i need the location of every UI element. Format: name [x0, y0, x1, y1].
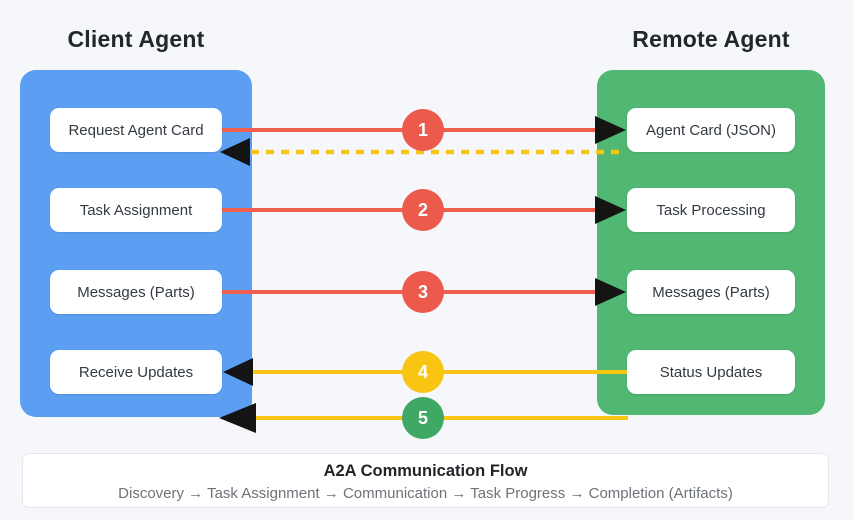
remote-box-messages-parts: Messages (Parts)	[627, 270, 795, 314]
step-badge-5: 5	[402, 397, 444, 439]
client-box-receive-updates: Receive Updates	[50, 350, 222, 394]
step-badge-2: 2	[402, 189, 444, 231]
remote-box-agent-card-json: Agent Card (JSON)	[627, 108, 795, 152]
client-agent-panel: Request Agent Card Task Assignment Messa…	[20, 70, 252, 417]
client-agent-title: Client Agent	[67, 26, 205, 52]
flow-summary-card: A2A Communication Flow Discovery → Task …	[22, 453, 829, 508]
step-badge-1: 1	[402, 109, 444, 151]
remote-agent-title: Remote Agent	[632, 26, 790, 52]
step-badge-4: 4	[402, 351, 444, 393]
remote-box-task-processing: Task Processing	[627, 188, 795, 232]
client-box-task-assignment: Task Assignment	[50, 188, 222, 232]
step-badge-3: 3	[402, 271, 444, 313]
remote-box-status-updates: Status Updates	[627, 350, 795, 394]
flow-summary-title: A2A Communication Flow	[323, 462, 528, 480]
remote-agent-panel: Agent Card (JSON) Task Processing Messag…	[597, 70, 825, 415]
client-box-request-agent-card: Request Agent Card	[50, 108, 222, 152]
flow-summary-sequence: Discovery → Task Assignment → Communicat…	[118, 485, 733, 502]
client-box-messages-parts: Messages (Parts)	[50, 270, 222, 314]
